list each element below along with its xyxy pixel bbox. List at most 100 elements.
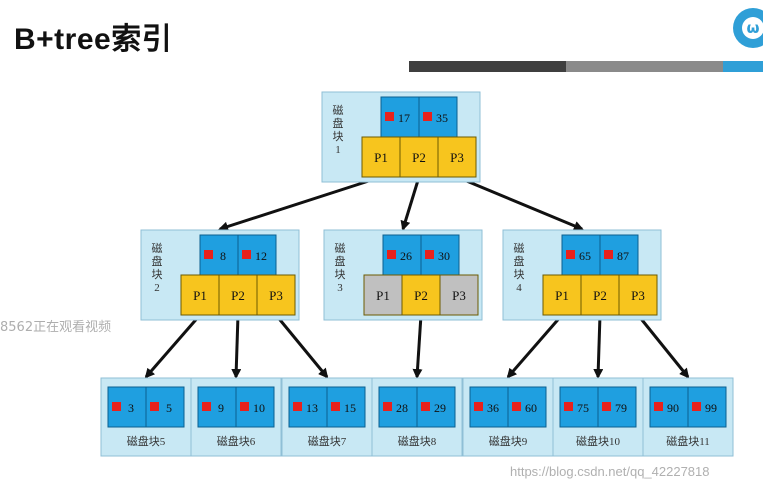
key-value: 36 <box>487 401 499 415</box>
record-pointer-marker <box>512 402 521 411</box>
record-pointer-marker <box>204 250 213 259</box>
pointer-label: P2 <box>414 288 428 303</box>
key-value: 13 <box>306 401 318 415</box>
block-label-char: 盘 <box>335 254 346 268</box>
pointer-label: P1 <box>193 288 207 303</box>
pointer-cell <box>401 274 441 316</box>
key-value: 26 <box>400 249 412 263</box>
key-value: 29 <box>434 401 446 415</box>
header-bar-dark <box>409 61 566 72</box>
edge-arrow <box>231 314 242 379</box>
key-value: 75 <box>577 401 589 415</box>
key-value: 60 <box>525 401 537 415</box>
record-pointer-marker <box>293 402 302 411</box>
logo-glyph: ω <box>742 17 763 39</box>
key-value: 99 <box>705 401 717 415</box>
record-pointer-marker <box>654 402 663 411</box>
block-label: 磁盘块5 <box>127 434 166 448</box>
block-label-char: 磁 <box>333 104 344 117</box>
record-pointer-marker <box>564 402 573 411</box>
block-label-char: 块 <box>333 130 344 143</box>
block-label-char: 盘 <box>514 254 525 268</box>
block-label-char: 块 <box>335 268 346 281</box>
block-label-char: 3 <box>337 282 343 294</box>
block-label-char: 4 <box>516 282 522 294</box>
key-value: 9 <box>218 401 224 415</box>
record-pointer-marker <box>602 402 611 411</box>
pointer-label: P2 <box>231 288 245 303</box>
record-pointer-marker <box>240 402 249 411</box>
record-pointer-marker <box>421 402 430 411</box>
page-title: B+tree索引 <box>14 23 173 56</box>
edges-layer <box>144 175 690 379</box>
block-label-char: 盘 <box>333 116 344 130</box>
header-bar-blue <box>723 61 763 72</box>
block-label: 磁盘块8 <box>398 434 437 448</box>
pointer-cell <box>437 136 477 178</box>
pointer-label: P1 <box>376 288 390 303</box>
edge-arrow <box>412 314 423 379</box>
block-label-char: 盘 <box>152 254 163 268</box>
block-label-char: 磁 <box>335 242 346 255</box>
edge-arrow <box>593 314 604 379</box>
edge-arrow <box>274 314 329 379</box>
key-value: 15 <box>344 401 356 415</box>
key-value: 17 <box>398 111 410 125</box>
pointer-cell <box>618 274 658 316</box>
block-label-char: 磁 <box>514 242 525 255</box>
pointer-label: P3 <box>452 288 466 303</box>
edge-arrow <box>218 175 382 232</box>
pointer-cell <box>439 274 479 316</box>
block-label-char: 1 <box>335 144 341 156</box>
brand-logo: ω <box>733 8 763 48</box>
record-pointer-marker <box>692 402 701 411</box>
block-label-char: 磁 <box>152 242 163 255</box>
key-value: 30 <box>438 249 450 263</box>
pointer-cell <box>256 274 296 316</box>
block-label-char: 块 <box>152 268 163 281</box>
record-pointer-marker <box>242 250 251 259</box>
record-pointer-marker <box>474 402 483 411</box>
record-pointer-marker <box>112 402 121 411</box>
pointer-cell <box>399 136 439 178</box>
key-value: 10 <box>253 401 265 415</box>
record-pointer-marker <box>604 250 613 259</box>
key-value: 35 <box>436 111 448 125</box>
block-label: 磁盘块7 <box>308 434 347 448</box>
pointer-label: P2 <box>593 288 607 303</box>
key-value: 90 <box>667 401 679 415</box>
edge-arrow <box>144 314 202 379</box>
edge-arrow <box>400 176 421 231</box>
key-value: 12 <box>255 249 267 263</box>
record-pointer-marker <box>425 250 434 259</box>
record-pointer-marker <box>423 112 432 121</box>
pointer-label: P3 <box>450 150 464 165</box>
pointer-cell <box>361 136 401 178</box>
record-pointer-marker <box>385 112 394 121</box>
pointer-cell <box>180 274 220 316</box>
pointer-label: P3 <box>631 288 645 303</box>
block-label-char: 块 <box>514 268 525 281</box>
pointer-label: P1 <box>555 288 569 303</box>
block-10: 75 79 磁盘块10 <box>552 377 644 457</box>
block-label: 磁盘块10 <box>576 434 620 448</box>
key-cell <box>687 386 727 428</box>
key-value: 28 <box>396 401 408 415</box>
key-value: 3 <box>128 401 134 415</box>
key-value: 79 <box>615 401 627 415</box>
record-pointer-marker <box>202 402 211 411</box>
key-value: 8 <box>220 249 226 263</box>
viewer-count-watermark: 8562正在观看视频 <box>0 320 112 335</box>
key-cell <box>420 234 460 276</box>
edge-arrow <box>636 314 690 379</box>
record-pointer-marker <box>383 402 392 411</box>
record-pointer-marker <box>566 250 575 259</box>
